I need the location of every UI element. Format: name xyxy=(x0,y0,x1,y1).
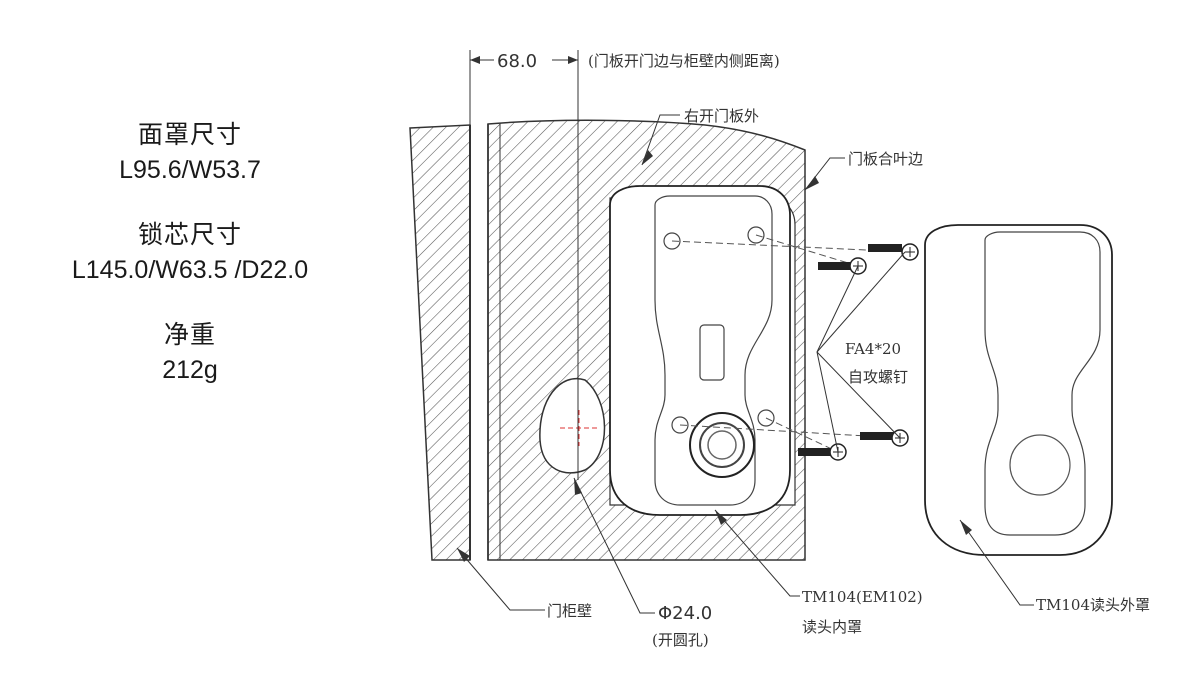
cabinet-wall-label: 门柜壁 xyxy=(547,602,592,620)
round-hole xyxy=(539,377,606,474)
screw-name-label: 自攻螺钉 xyxy=(848,368,908,386)
spec-panel: 面罩尺寸 L95.6/W53.7 锁芯尺寸 L145.0/W63.5 /D22.… xyxy=(0,118,380,418)
net-weight-value: 212g xyxy=(162,356,218,384)
hole-note-label: (开圆孔) xyxy=(652,631,709,649)
reader-outer-cover xyxy=(924,224,1113,556)
inner-model-label: TM104(EM102) xyxy=(802,588,923,606)
leader-arrows xyxy=(457,150,972,562)
lock-core-spec: 锁芯尺寸 L145.0/W63.5 /D22.0 xyxy=(0,218,380,288)
lock-core-title: 锁芯尺寸 xyxy=(137,220,242,249)
lock-core-value: L145.0/W63.5 /D22.0 xyxy=(71,256,309,284)
cabinet-wall xyxy=(409,124,471,561)
door-edge-label: 门板合叶边 xyxy=(848,150,923,168)
faceplate-spec: 面罩尺寸 L95.6/W53.7 xyxy=(0,118,380,188)
screw xyxy=(868,243,919,261)
dimension-line: 68.0 (门板开门边与柜壁内侧距离) xyxy=(469,50,780,480)
screw xyxy=(860,429,909,447)
net-weight-title: 净重 xyxy=(163,320,216,349)
screw xyxy=(818,257,867,275)
outer-cover-label: TM104读头外罩 xyxy=(1036,596,1150,614)
reader-inner-cover xyxy=(609,185,791,516)
dimension-value: 68.0 xyxy=(497,51,537,72)
net-weight-spec: 净重 212g xyxy=(0,318,380,388)
faceplate-value: L95.6/W53.7 xyxy=(119,156,261,184)
dimension-note: (门板开门边与柜壁内侧距离) xyxy=(588,52,780,70)
door-outside-label: 右开门板外 xyxy=(684,107,759,125)
leader-lines xyxy=(456,114,1034,614)
screw-spec-label: FA4*20 xyxy=(845,340,901,358)
inner-name-label: 读头内罩 xyxy=(802,618,862,636)
hole-diameter-label: Φ24.0 xyxy=(658,603,712,624)
faceplate-title: 面罩尺寸 xyxy=(137,120,242,149)
